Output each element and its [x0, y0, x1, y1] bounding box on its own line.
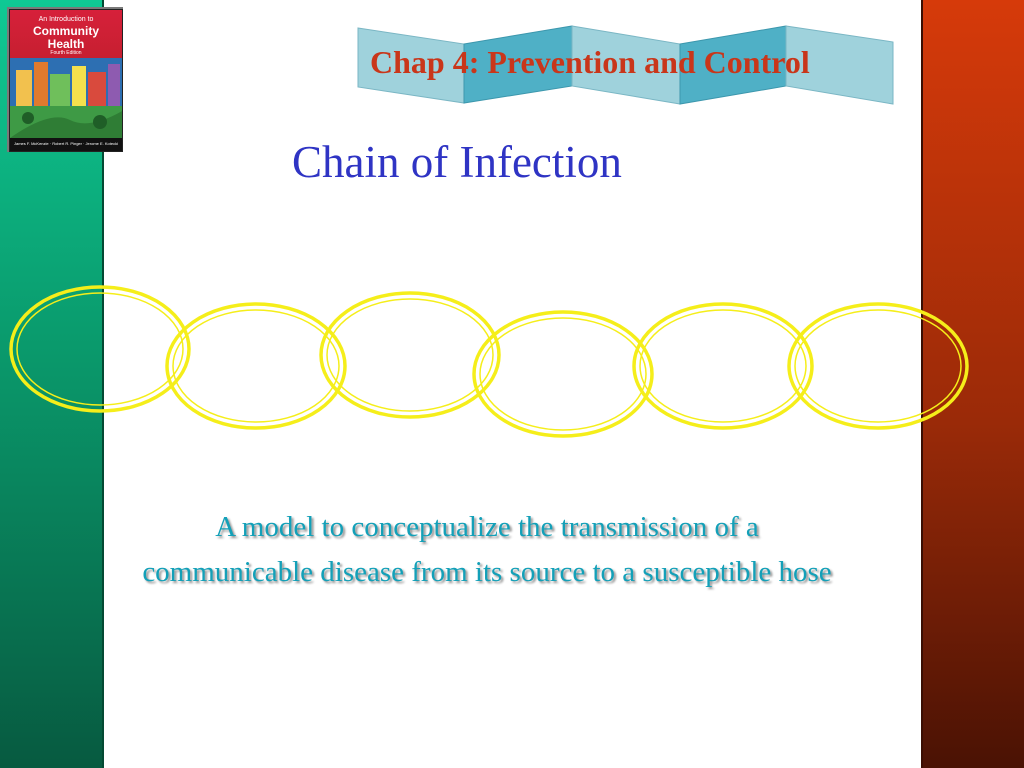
- book-title-line-1: Community: [33, 24, 99, 38]
- chain-link: [319, 291, 501, 419]
- chain-link: [787, 302, 969, 430]
- book-authors: James F. McKenzie · Robert R. Pinger · J…: [13, 141, 119, 146]
- book-cover: An Introduction to Community Health Four…: [9, 9, 123, 152]
- ribbon-banner: [357, 25, 894, 105]
- chain-link: [9, 285, 191, 413]
- city-illustration: [10, 58, 122, 151]
- chain-link: [165, 302, 347, 430]
- chain-of-links: [9, 285, 969, 438]
- book-subtitle: An Introduction to: [38, 16, 94, 23]
- chain-link: [472, 310, 654, 438]
- slide-title: Chain of Infection: [292, 137, 622, 187]
- right-decorative-bar: [921, 0, 1024, 768]
- definition-line-2: communicable disease from its source to …: [142, 556, 832, 588]
- book-cover-image: An Introduction to Community Health Four…: [7, 7, 123, 152]
- book-title-line-2: Health: [47, 37, 85, 51]
- book-edition: Fourth Edition: [50, 50, 82, 56]
- chapter-title: Chap 4: Prevention and Control: [370, 44, 810, 80]
- definition-line-1: A model to conceptualize the transmissio…: [215, 511, 759, 543]
- chain-link: [632, 302, 814, 430]
- definition-text: A model to conceptualize the transmissio…: [36, 505, 938, 595]
